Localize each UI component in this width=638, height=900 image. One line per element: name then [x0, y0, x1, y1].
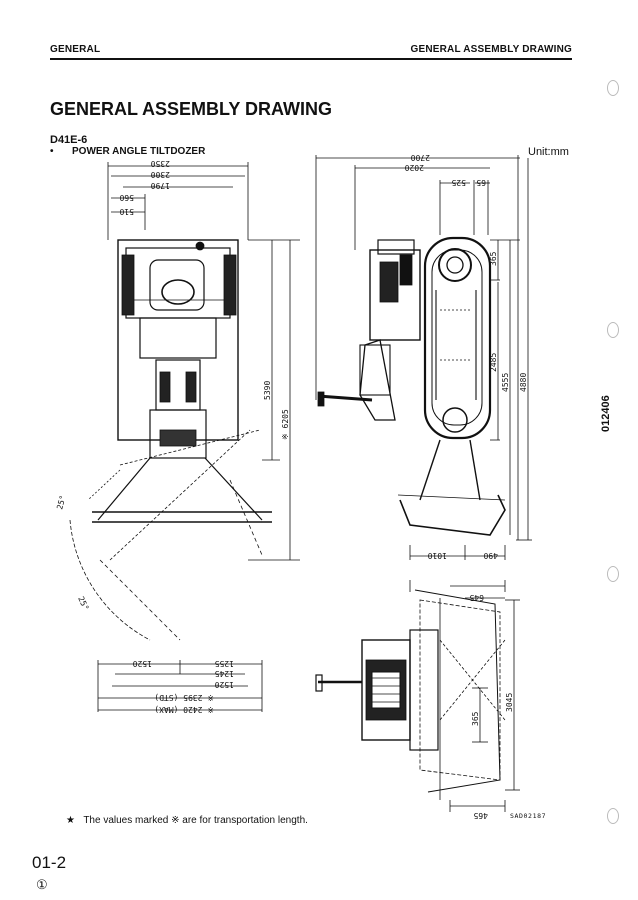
- dim-side-490: 490: [483, 551, 498, 560]
- drawing-code: SAD02187: [510, 812, 547, 820]
- dim-bottom-1255: 1255: [215, 659, 234, 668]
- dim-bottom-1520b: 1520: [215, 680, 234, 689]
- page-number: 01-2: [32, 853, 67, 872]
- dim-side-4880: 4880: [519, 373, 528, 392]
- dim-side-65: 65: [476, 178, 486, 187]
- binder-hole-1: [607, 80, 619, 96]
- revision-mark: ①: [36, 877, 48, 892]
- header-section-label: GENERAL: [50, 44, 101, 55]
- subtitle-bullet: •: [50, 146, 54, 157]
- dim-bottom-2395: ※ 2395 (STD): [154, 693, 214, 702]
- dim-top-510: 510: [119, 207, 134, 216]
- binder-hole-4: [607, 808, 619, 824]
- dim-side-525: 525: [451, 178, 466, 187]
- unit-label: Unit:mm: [528, 146, 569, 158]
- dim-side-1010: 1010: [428, 551, 447, 560]
- subtitle-text: POWER ANGLE TILTDOZER: [72, 146, 206, 157]
- dim-angle-25-b: 25°: [76, 595, 90, 612]
- dim-side-2700: 2700: [411, 153, 430, 162]
- dim-front-465: 465: [473, 811, 488, 820]
- note-star-icon: ★: [66, 815, 75, 826]
- binder-hole-3: [607, 566, 619, 582]
- binder-hole-2: [607, 322, 619, 338]
- dim-bottom-1245: 1245: [215, 669, 234, 678]
- dim-side-365: 365: [489, 251, 498, 266]
- dim-bottom-2420: ※ 2420 (MAX): [154, 705, 214, 714]
- dim-top-2350: 2350: [151, 159, 170, 168]
- header-rule: [50, 58, 572, 60]
- dim-angle-25-a: 25°: [55, 494, 67, 510]
- dim-height-6205: ※ 6205: [281, 409, 290, 440]
- dim-side-4555: 4555: [501, 373, 510, 392]
- model-name: D41E-6: [50, 134, 88, 146]
- dim-side-2020: 2020: [405, 163, 424, 172]
- dim-top-2300: 2300: [151, 170, 170, 179]
- page-title: GENERAL ASSEMBLY DRAWING: [50, 99, 333, 119]
- dim-front-645: 645: [469, 593, 484, 602]
- dim-top-1790: 1790: [151, 181, 170, 190]
- drawing-subtitle: • POWER ANGLE TILTDOZER: [50, 146, 205, 157]
- dim-front-3045: 3045: [505, 693, 514, 712]
- dim-top-560: 560: [119, 193, 134, 202]
- note-text: The values marked ※ are for transportati…: [83, 815, 308, 826]
- dim-side-2485: 2485: [489, 353, 498, 372]
- dim-front-365: 365: [471, 711, 480, 726]
- header-page-title: GENERAL ASSEMBLY DRAWING: [410, 44, 572, 55]
- dim-height-5390: 5390: [263, 381, 272, 400]
- dim-bottom-1520: 1520: [133, 659, 152, 668]
- transport-note: ★ The values marked ※ are for transporta…: [66, 815, 308, 826]
